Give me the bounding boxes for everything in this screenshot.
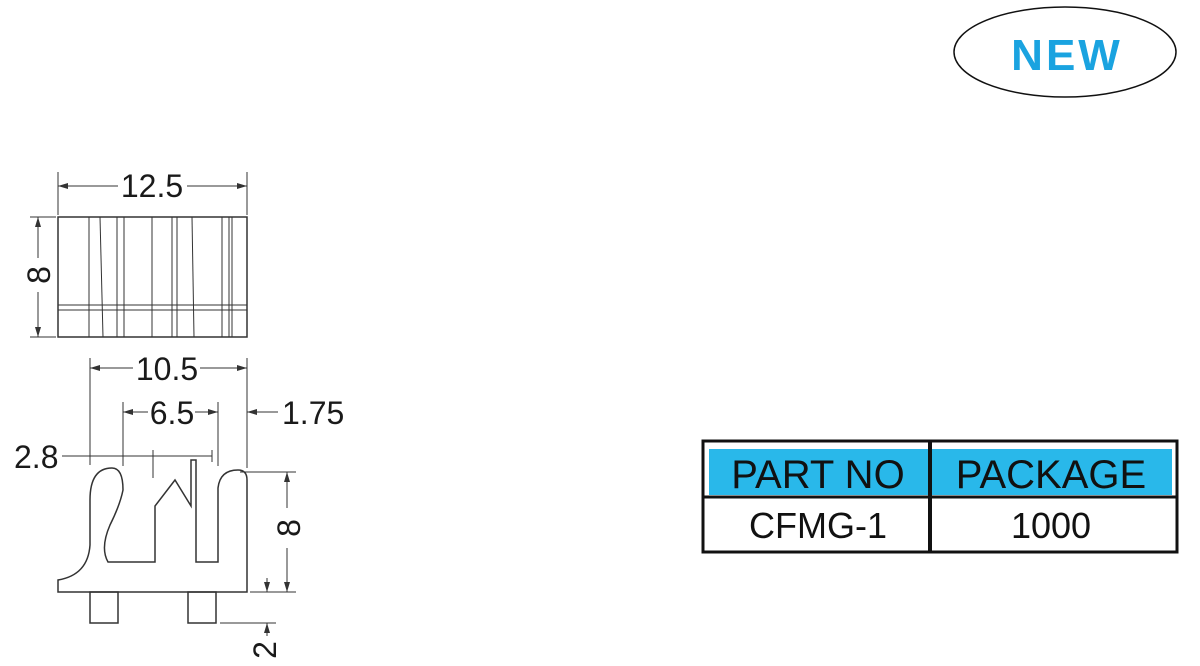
dim-pin-length-label: 2 <box>247 641 283 659</box>
table-cell-part-no: CFMG-1 <box>749 505 887 546</box>
dim-inner-width <box>122 402 278 466</box>
dim-top-height <box>30 216 56 338</box>
dim-top-width <box>57 172 248 215</box>
table-header-right <box>932 449 1172 495</box>
dim-top-width-label: 12.5 <box>121 168 183 204</box>
dim-outer-width-label: 10.5 <box>136 351 198 387</box>
side-view <box>57 459 248 624</box>
dim-left-offset <box>62 450 213 478</box>
dim-right-offset-label: 1.75 <box>282 395 344 431</box>
table-header-package: PACKAGE <box>956 453 1146 497</box>
dim-pin-length <box>220 578 276 636</box>
dim-outer-width <box>89 358 248 468</box>
dim-side-height <box>240 471 296 593</box>
new-badge-label: NEW <box>1011 31 1123 80</box>
dim-left-offset-label: 2.8 <box>14 439 58 475</box>
dim-top-height-label: 8 <box>21 266 57 284</box>
table-cell-package: 1000 <box>1011 505 1091 546</box>
dim-side-height-label: 8 <box>271 519 307 537</box>
dim-inner-width-label: 6.5 <box>150 395 194 431</box>
top-view <box>57 216 248 338</box>
table-header-left <box>709 449 928 495</box>
new-badge: NEW <box>953 6 1177 98</box>
table-header-part-no: PART NO <box>731 453 904 497</box>
part-table: PART NO PACKAGE CFMG-1 1000 <box>701 439 1179 554</box>
